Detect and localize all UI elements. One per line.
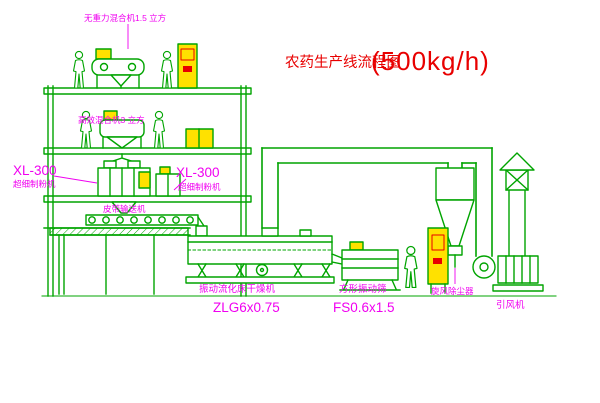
- label-dryer-name: 振动流化床干燥机: [199, 283, 276, 295]
- label-sieve-name: 方形振动筛: [339, 283, 387, 295]
- label-fan: 引风机: [496, 299, 525, 311]
- control-cabinet-upper: [177, 43, 198, 89]
- label-mill-right-name: 超细制粉机: [178, 182, 221, 192]
- cyclone-separator: [435, 167, 475, 268]
- building-structure: [41, 85, 557, 297]
- gravity-mixer: [91, 48, 145, 89]
- label-mill-left-model: XL-300: [13, 163, 57, 178]
- pulverizer-main: [97, 160, 151, 197]
- worker-figure: [72, 50, 86, 89]
- label-leader-lines: [53, 24, 456, 284]
- label-sieve-model: FS0.6x1.5: [333, 300, 395, 315]
- fluid-bed-dryer: [185, 225, 343, 284]
- control-cabinet-right: [427, 227, 449, 294]
- exhaust-stack: [499, 152, 535, 258]
- worker-figure: [404, 245, 418, 289]
- diagram-capacity: (500kg/h): [371, 46, 490, 76]
- high-efficiency-mixer: [99, 110, 145, 163]
- label-mill-right-model: XL-300: [176, 165, 220, 180]
- label-cyclone: 旋风除尘器: [431, 286, 474, 296]
- vibrating-sieve: [339, 241, 401, 291]
- diagram-title: 农药生产线流程图: [285, 54, 401, 71]
- exhaust-duct: [261, 147, 493, 257]
- label-belt-conveyor: 皮带输送机: [103, 204, 146, 214]
- label-dryer-model: ZLG6x0.75: [213, 300, 280, 315]
- worker-figure: [160, 50, 174, 89]
- induced-draft-fan: [472, 255, 544, 292]
- cabinet-floor2: [185, 128, 214, 149]
- label-mill-left-name: 超细制粉机: [13, 179, 56, 189]
- worker-figure: [152, 110, 166, 149]
- label-mixer-top: 无重力混合机1.5 立方: [84, 13, 166, 23]
- label-mixer-mid: 高效混合机3 立方: [78, 115, 145, 125]
